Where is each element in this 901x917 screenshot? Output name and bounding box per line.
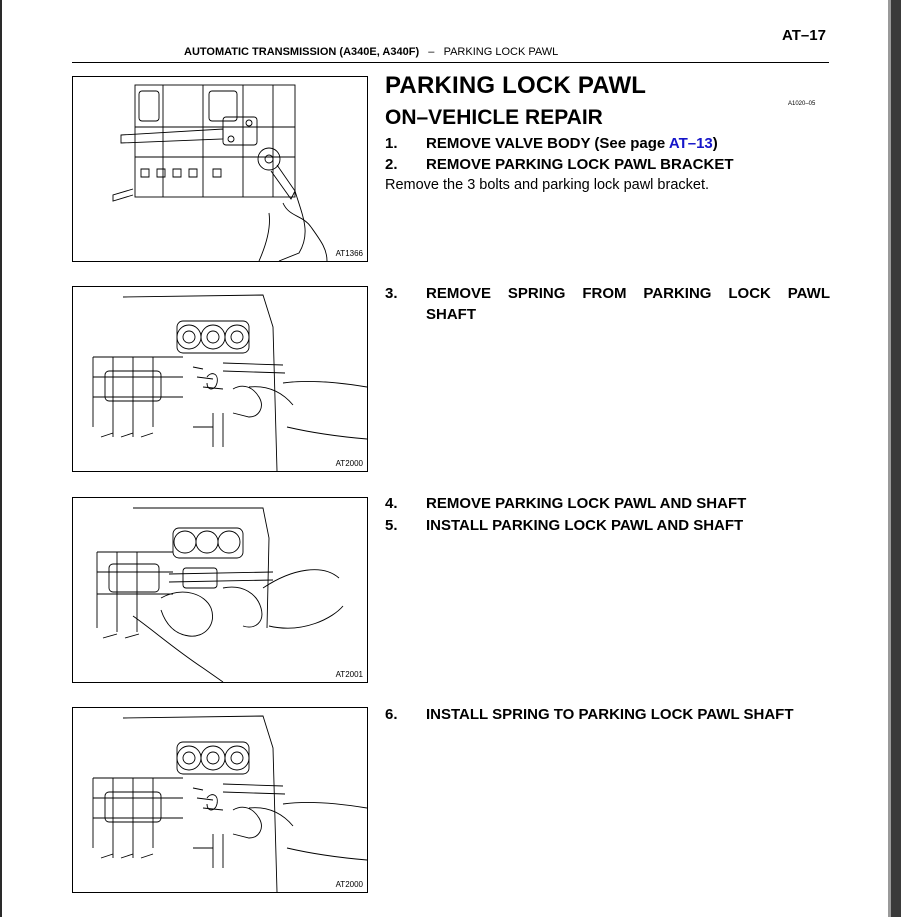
page-title: PARKING LOCK PAWL	[385, 72, 647, 99]
header-rule	[72, 62, 829, 63]
step-text: INSTALL SPRING TO PARKING LOCK PAWL SHAF…	[426, 706, 794, 723]
section-subtitle: ON–VEHICLE REPAIR	[385, 106, 603, 129]
step-4: 4. REMOVE PARKING LOCK PAWL AND SHAFT	[385, 495, 830, 512]
page-number: AT–17	[782, 27, 826, 44]
figure-valve-body-bracket: AT1366	[72, 76, 368, 262]
step-text: REMOVE PARKING LOCK PAWL AND SHAFT	[426, 495, 747, 512]
step-text: REMOVE PARKING LOCK PAWL BRACKET	[426, 156, 734, 173]
page-link-at-13[interactable]: AT–13	[668, 135, 713, 152]
running-header: AUTOMATIC TRANSMISSION (A340E, A340F) – …	[184, 46, 558, 58]
running-header-section: AUTOMATIC TRANSMISSION (A340E, A340F)	[184, 46, 420, 58]
document-code: A1020–05	[788, 101, 816, 107]
step-number: 6.	[385, 706, 398, 723]
figure-pawl-and-shaft: AT2001	[72, 497, 368, 683]
figure-install-spring: AT2000	[72, 707, 368, 893]
step-text: REMOVE VALVE BODY (See page	[426, 135, 669, 152]
running-header-separator: –	[428, 46, 435, 58]
step-number: 5.	[385, 517, 398, 534]
step-text-line-1: REMOVE SPRING FROM PARKING LOCK PAWL	[426, 285, 830, 302]
figure-code: AT1366	[335, 249, 363, 258]
step-1: 1. REMOVE VALVE BODY (See page AT–13)	[385, 135, 830, 152]
step-5: 5. INSTALL PARKING LOCK PAWL AND SHAFT	[385, 517, 830, 534]
step-3: 3. REMOVE SPRING FROM PARKING LOCK PAWL …	[385, 285, 830, 323]
running-header-topic: PARKING LOCK PAWL	[443, 46, 559, 58]
window-frame-left	[0, 0, 2, 917]
step-2-note: Remove the 3 bolts and parking lock pawl…	[385, 177, 710, 193]
figure-code: AT2000	[335, 880, 363, 889]
figure-code: AT2001	[335, 670, 363, 679]
step-6: 6. INSTALL SPRING TO PARKING LOCK PAWL S…	[385, 706, 830, 723]
viewer-scrollbar[interactable]	[888, 0, 901, 917]
step-number: 3.	[385, 285, 398, 302]
step-text-line-2: SHAFT	[426, 306, 476, 323]
step-number: 1.	[385, 135, 398, 152]
step-2: 2. REMOVE PARKING LOCK PAWL BRACKET	[385, 156, 830, 173]
step-number: 2.	[385, 156, 398, 173]
step-number: 4.	[385, 495, 398, 512]
figure-remove-spring: AT2000	[72, 286, 368, 472]
step-text-end: )	[712, 135, 718, 152]
step-text: INSTALL PARKING LOCK PAWL AND SHAFT	[426, 517, 744, 534]
figure-code: AT2000	[335, 459, 363, 468]
